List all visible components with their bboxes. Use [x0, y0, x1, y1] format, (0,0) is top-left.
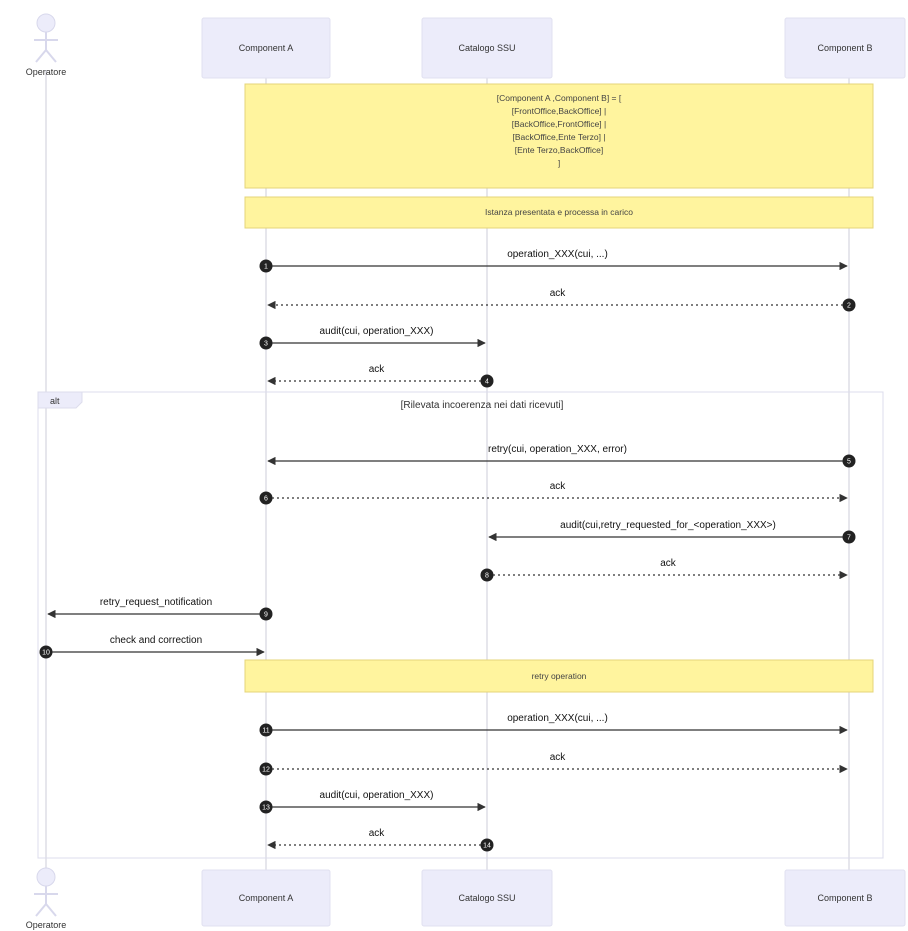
note-participant-pairs: [Component A ,Component B] = [ [FrontOff… [244, 83, 874, 189]
sequence-number: 4 [485, 379, 489, 386]
sequence-number: 14 [483, 843, 491, 850]
participant-label-component-b: Component B [817, 893, 872, 903]
message-label: audit(cui, operation_XXX) [320, 790, 434, 801]
message: ack 8 [480, 558, 848, 582]
message: operation_XXX(cui, ...) 1 [259, 249, 848, 273]
sequence-number: 3 [264, 341, 268, 348]
sequence-number-badge [259, 607, 273, 621]
message-label: operation_XXX(cui, ...) [507, 249, 608, 260]
message: ack 6 [259, 481, 848, 505]
participant-component-b-top: Component B [784, 17, 906, 79]
participant-label-component-a: Component A [239, 893, 294, 903]
sequence-number-badge [259, 491, 273, 505]
sequence-number: 6 [264, 496, 268, 503]
message-label: ack [550, 288, 567, 299]
note-retry-operation: retry operation [244, 659, 874, 693]
message: ack 14 [267, 828, 494, 852]
message-label: ack [550, 752, 567, 763]
sequence-number-badge [480, 568, 494, 582]
sequence-number-badge [259, 800, 273, 814]
participant-label-component-b: Component B [817, 43, 872, 53]
sequence-number-badge [259, 723, 273, 737]
sequence-number: 13 [262, 805, 270, 812]
participant-catalogo-ssu-bottom: Catalogo SSU [421, 869, 553, 927]
sequence-number: 9 [264, 612, 268, 619]
message: audit(cui, operation_XXX) 13 [259, 790, 486, 814]
message-label: audit(cui, operation_XXX) [320, 326, 434, 337]
sequence-number: 2 [847, 303, 851, 310]
alt-tag-label: alt [50, 396, 60, 406]
participant-component-b-bottom: Component B [784, 869, 906, 927]
sequence-number-badge [842, 454, 856, 468]
sequence-number-badge [842, 530, 856, 544]
message-label: ack [369, 364, 386, 375]
message-label: ack [369, 828, 386, 839]
sequence-number-badge [259, 336, 273, 350]
sequence-number-badge [39, 645, 53, 659]
sequence-number-badge [480, 374, 494, 388]
participant-label-component-a: Component A [239, 43, 294, 53]
sequence-number: 10 [42, 650, 50, 657]
message-label: ack [550, 481, 567, 492]
message-label: ack [660, 558, 677, 569]
participant-catalogo-ssu-top: Catalogo SSU [421, 17, 553, 79]
sequence-number: 12 [262, 767, 270, 774]
actor-label-operatore: Operatore [26, 920, 67, 930]
alt-condition: [Rilevata incoerenza nei dati ricevuti] [401, 400, 564, 411]
note-line: ] [558, 158, 560, 168]
message-label: retry(cui, operation_XXX, error) [488, 444, 627, 455]
participant-label-catalogo-ssu: Catalogo SSU [458, 893, 515, 903]
sequence-number: 7 [847, 535, 851, 542]
message: ack 12 [259, 752, 848, 776]
sequence-number-badge [259, 259, 273, 273]
sequence-number-badge [480, 838, 494, 852]
sequence-number: 8 [485, 573, 489, 580]
messages-layer: operation_XXX(cui, ...) 1 ack 2 audit(cui, o… [39, 249, 856, 852]
sequence-number-badge [259, 762, 273, 776]
message: retry_request_notification 9 [47, 597, 273, 621]
alt-fragment: alt [Rilevata incoerenza nei dati ricevu… [37, 391, 884, 859]
sequence-number: 1 [264, 264, 268, 271]
participant-component-a-top: Component A [201, 17, 331, 79]
participant-component-a-bottom: Component A [201, 869, 331, 927]
message: operation_XXX(cui, ...) 11 [259, 713, 848, 737]
participant-label-catalogo-ssu: Catalogo SSU [458, 43, 515, 53]
note-instance-presented: Istanza presentata e processa in carico [244, 196, 874, 229]
message-label: operation_XXX(cui, ...) [507, 713, 608, 724]
sequence-number: 11 [262, 728, 269, 735]
message: retry(cui, operation_XXX, error) 5 [267, 444, 856, 468]
message: audit(cui, operation_XXX) 3 [259, 326, 486, 350]
sequence-number-badge [842, 298, 856, 312]
message: ack 4 [267, 364, 494, 388]
actor-operatore-bottom: Operatore [26, 867, 67, 930]
note-line: [BackOffice,FrontOffice] | [512, 119, 606, 129]
message-label: retry_request_notification [100, 597, 212, 608]
message-label: check and correction [110, 635, 202, 646]
note-line: [BackOffice,Ente Terzo] | [512, 132, 605, 142]
note-line: retry operation [532, 671, 587, 681]
actor-label-operatore: Operatore [26, 67, 67, 77]
note-line: [FrontOffice,BackOffice] | [512, 106, 606, 116]
message: ack 2 [267, 288, 856, 312]
actor-operatore-top: Operatore [26, 13, 67, 77]
note-line: Istanza presentata e processa in carico [485, 207, 633, 217]
message: check and correction 10 [39, 635, 265, 659]
sequence-number: 5 [847, 459, 851, 466]
note-line: [Ente Terzo,BackOffice] [515, 145, 604, 155]
message: audit(cui,retry_requested_for_<operation… [488, 520, 856, 544]
note-line: [Component A ,Component B] = [ [497, 93, 622, 103]
message-label: audit(cui,retry_requested_for_<operation… [560, 520, 776, 531]
